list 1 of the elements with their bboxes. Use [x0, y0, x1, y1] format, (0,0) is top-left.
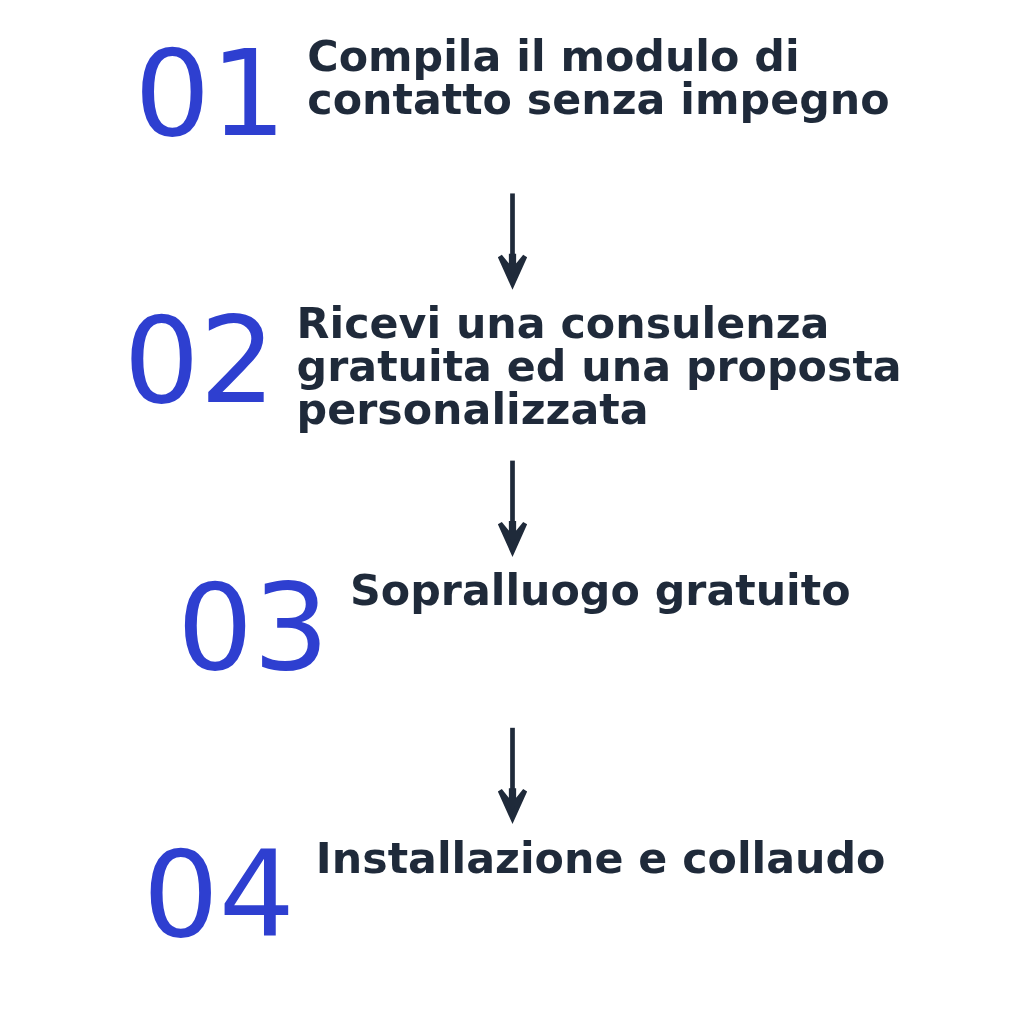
arrow [497, 727, 527, 821]
